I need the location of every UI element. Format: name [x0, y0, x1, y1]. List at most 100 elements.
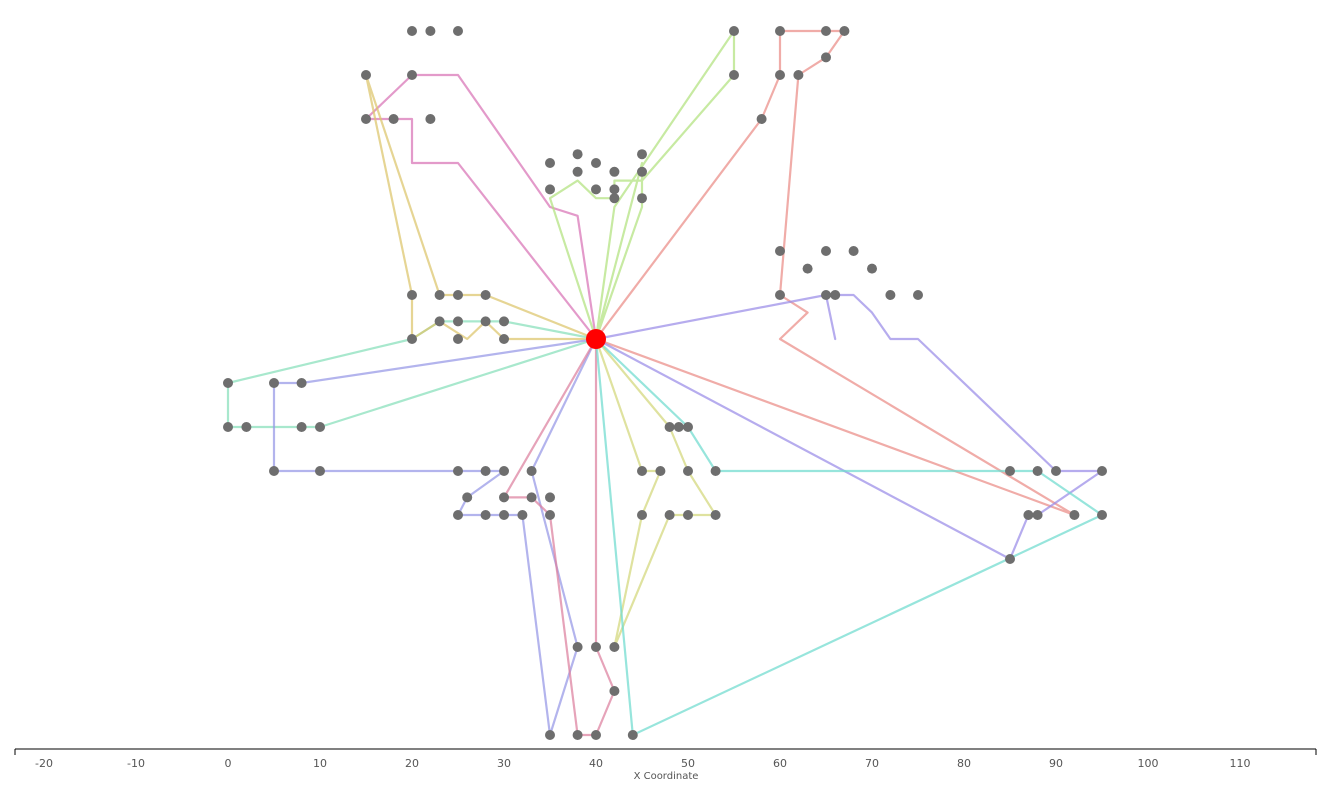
- stops-layer: [223, 26, 1107, 740]
- stop-point: [499, 316, 509, 327]
- stop-point: [609, 193, 620, 204]
- x-tick-label: 70: [865, 757, 879, 770]
- depot-marker: [586, 329, 606, 349]
- stop-point: [793, 70, 804, 80]
- stop-point: [609, 166, 620, 177]
- route-line-9: [594, 338, 717, 649]
- stop-point: [499, 334, 509, 344]
- stop-point: [637, 166, 647, 177]
- stop-point: [425, 26, 436, 36]
- x-tick-label: 90: [1049, 757, 1063, 770]
- x-tick-label: 60: [773, 757, 787, 770]
- stop-point: [913, 290, 923, 300]
- x-tick-label: 50: [681, 757, 695, 770]
- stop-point: [775, 26, 785, 36]
- stop-point: [572, 730, 583, 740]
- stop-point: [361, 70, 371, 80]
- stop-point: [821, 52, 831, 63]
- stop-point: [609, 686, 620, 696]
- stop-point: [1097, 466, 1107, 476]
- stop-point: [591, 158, 601, 168]
- stop-point: [1023, 510, 1034, 520]
- stop-point: [407, 290, 417, 300]
- x-axis-title: X Coordinate: [634, 771, 699, 782]
- x-tick-label: 30: [497, 757, 511, 770]
- stop-point: [775, 290, 785, 300]
- stop-point: [296, 422, 307, 432]
- x-tick-label: -20: [35, 757, 53, 770]
- stop-point: [517, 510, 528, 520]
- stop-point: [609, 184, 620, 195]
- stop-point: [591, 184, 601, 195]
- stop-point: [407, 334, 417, 344]
- route-line-8: [502, 338, 616, 737]
- stop-point: [637, 149, 647, 160]
- stop-point: [425, 114, 436, 124]
- stop-point: [683, 466, 693, 476]
- stop-point: [269, 378, 279, 388]
- stop-point: [315, 466, 325, 476]
- stop-point: [729, 70, 739, 80]
- x-tick-label: 80: [957, 757, 971, 770]
- stop-point: [664, 422, 675, 432]
- stop-point: [664, 510, 675, 520]
- stop-point: [1032, 466, 1043, 476]
- stop-point: [673, 422, 684, 432]
- route-line-10: [594, 338, 1104, 737]
- stop-point: [453, 316, 463, 327]
- stop-point: [821, 26, 831, 36]
- route-line-7: [272, 337, 597, 737]
- stop-point: [269, 466, 279, 476]
- x-tick-label: 0: [225, 757, 232, 770]
- route-line-6: [364, 73, 597, 341]
- route-line-3: [548, 29, 736, 341]
- stop-point: [499, 510, 509, 520]
- stop-point: [526, 492, 537, 503]
- x-tick-label: 100: [1138, 757, 1159, 770]
- stop-point: [591, 642, 601, 652]
- stop-point: [1051, 466, 1061, 476]
- stop-point: [453, 26, 463, 36]
- depot-layer: [586, 329, 606, 349]
- x-tick-label: 10: [313, 757, 327, 770]
- stop-point: [315, 422, 325, 432]
- stop-point: [637, 193, 647, 204]
- stop-point: [545, 184, 555, 195]
- stop-point: [885, 290, 896, 300]
- stop-point: [499, 492, 509, 503]
- x-tick-label: 20: [405, 757, 419, 770]
- stop-point: [821, 246, 831, 256]
- stop-point: [775, 246, 785, 256]
- stop-point: [802, 263, 813, 274]
- stop-point: [839, 26, 850, 36]
- stop-point: [572, 149, 583, 160]
- stop-point: [480, 466, 491, 476]
- x-tick-label: -10: [127, 757, 145, 770]
- stop-point: [453, 290, 463, 300]
- stop-point: [729, 26, 739, 36]
- stop-point: [830, 290, 841, 300]
- stop-point: [361, 114, 371, 124]
- stop-point: [627, 730, 638, 740]
- stop-point: [710, 510, 721, 520]
- stop-point: [1097, 510, 1107, 520]
- stop-point: [848, 246, 859, 256]
- stop-point: [545, 158, 555, 168]
- stop-point: [572, 642, 583, 652]
- stop-point: [821, 290, 831, 300]
- stop-point: [867, 263, 877, 274]
- stop-point: [756, 114, 767, 124]
- stop-point: [388, 114, 399, 124]
- stop-point: [499, 466, 509, 476]
- stop-point: [480, 316, 491, 327]
- stop-point: [545, 492, 555, 503]
- stop-point: [545, 730, 555, 740]
- stop-point: [655, 466, 666, 476]
- stop-point: [241, 422, 252, 432]
- routes-layer: [226, 29, 1104, 737]
- stop-point: [407, 70, 417, 80]
- stop-point: [462, 492, 473, 503]
- stop-point: [296, 378, 307, 388]
